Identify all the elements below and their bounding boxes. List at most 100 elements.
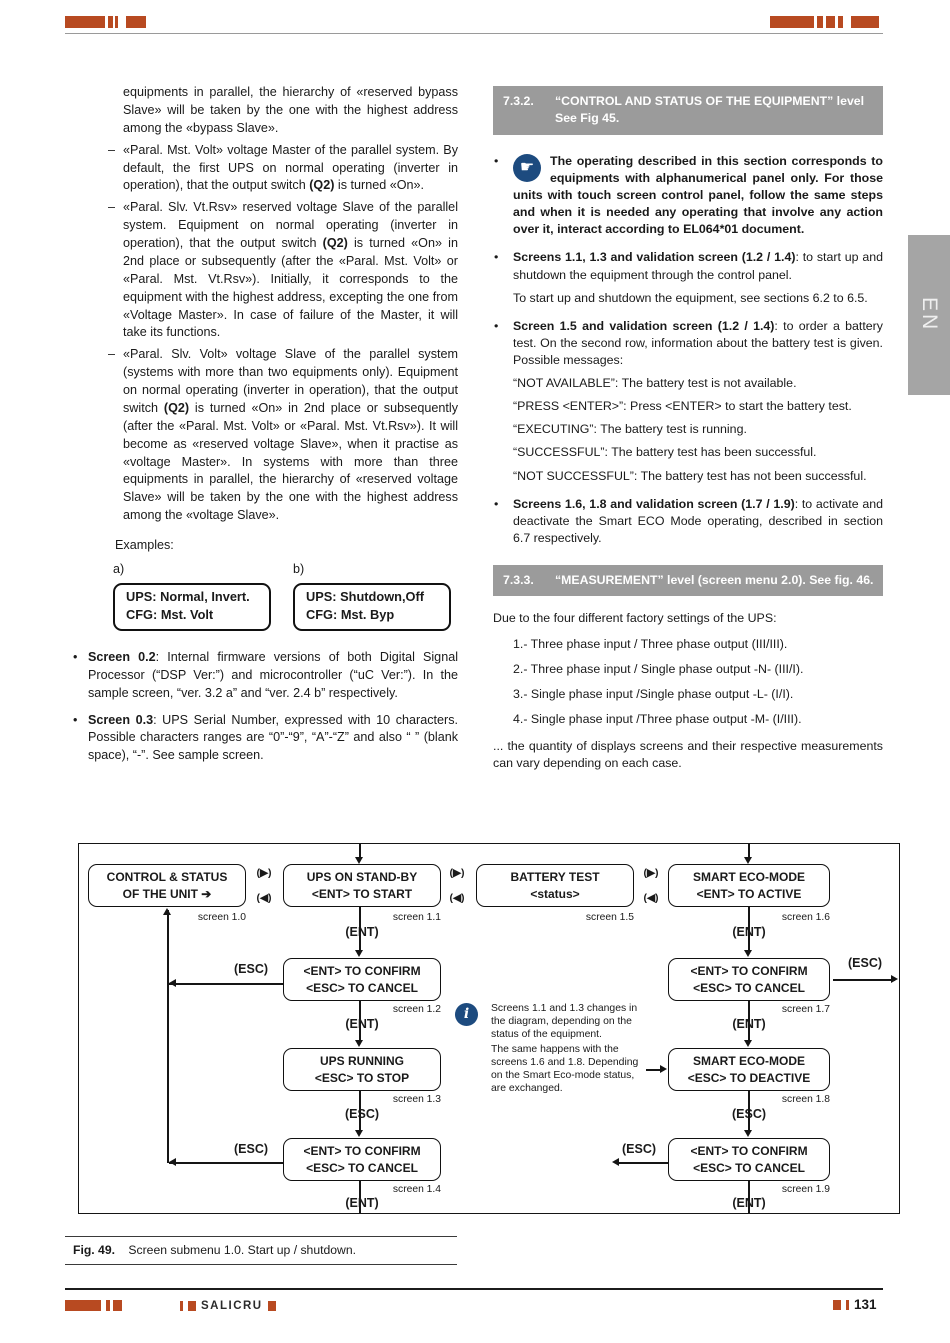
diagram-note: Screens 1.1 and 1.3 changes in the diagr… <box>491 1002 641 1095</box>
flow-line <box>359 844 361 857</box>
screen-1-4-line1: <ENT> TO CONFIRM <box>303 1144 421 1159</box>
screen-1-5-box: BATTERY TEST <status> <box>476 864 634 907</box>
bullet-content: Screen 1.5 and validation screen (1.2 / … <box>513 318 883 485</box>
section-number: 7.3.3. <box>503 572 534 587</box>
screen-1-4-line2: <ESC> TO CANCEL <box>306 1160 418 1175</box>
list-item-text: «Paral. Slv. Volt» voltage Slave of the … <box>123 347 458 523</box>
registration-marks-bottom-left <box>65 1300 122 1311</box>
bullet-item: • Screen 0.3: UPS Serial Number, express… <box>70 712 458 766</box>
arrow-head <box>169 979 176 987</box>
bullet-marker: • <box>494 496 499 511</box>
bullet-content: Screens 1.1, 1.3 and validation screen (… <box>513 249 883 306</box>
decorative-block <box>65 1300 101 1311</box>
screen-1-2-label: screen 1.2 <box>392 1004 441 1015</box>
decorative-block <box>126 16 146 28</box>
sample-screen-a: UPS: Normal, Invert. CFG: Mst. Volt <box>113 582 271 631</box>
esc-key-label: (ESC) <box>344 1107 380 1121</box>
next-arrow-label: (▶) <box>256 867 272 879</box>
prev-arrow-label: (◀) <box>449 892 465 904</box>
note-content: ☛ The operating described in this sectio… <box>513 153 883 239</box>
sample-screen-a-line1: UPS: Normal, Invert. <box>126 588 250 604</box>
decorative-block <box>846 1299 849 1310</box>
arrow-head <box>744 857 752 864</box>
next-arrow-label: (▶) <box>449 867 465 879</box>
decorative-block <box>851 16 879 28</box>
screen-1-0-line2: OF THE UNIT ➔ <box>122 886 212 901</box>
decorative-block <box>267 1301 276 1311</box>
dash-bullet: – <box>108 200 116 215</box>
list-item: – «Paral. Mst. Volt» voltage Master of t… <box>108 142 458 196</box>
screen-1-8-line2: <ESC> TO DEACTIVE <box>687 1070 811 1085</box>
bullet-text: Screen 1.5 and validation screen (1.2 / … <box>513 318 883 367</box>
numbered-item: 2.- Three phase input / Single phase out… <box>513 661 804 676</box>
screen-1-2-line1: <ENT> TO CONFIRM <box>303 964 421 979</box>
figure-label: Fig. 49. <box>73 1243 115 1257</box>
section-7-3-3-header: 7.3.3. “MEASUREMENT” level (screen menu … <box>493 564 883 597</box>
arrow-head <box>169 1158 176 1166</box>
section-title: “MEASUREMENT” level (screen menu 2.0). S… <box>555 572 874 587</box>
note-bullet: • ☛ The operating described in this sect… <box>493 153 883 239</box>
bullet-text: Screen 0.2: Internal firmware versions o… <box>88 649 458 700</box>
screen-1-1-box: UPS ON STAND-BY <ENT> TO START <box>283 864 441 907</box>
arrow-head <box>355 857 363 864</box>
header-rule <box>65 33 883 34</box>
arrow-head <box>163 908 171 915</box>
figure-caption-text: Screen submenu 1.0. Start up / shutdown. <box>128 1243 357 1257</box>
decorative-block <box>106 1300 110 1311</box>
diagram-note-text2: The same happens with the screens 1.6 an… <box>491 1044 639 1094</box>
screen-1-6-line2: <ENT> TO ACTIVE <box>696 886 802 901</box>
numbered-item: 1.- Three phase input / Three phase outp… <box>513 636 788 651</box>
sample-screen-a-line2: CFG: Mst. Volt <box>126 607 214 623</box>
paragraph: ... the quantity of displays screens and… <box>493 738 883 771</box>
bullet-text: Screen 0.3: UPS Serial Number, expressed… <box>88 712 458 763</box>
dash-bullet: – <box>108 142 116 157</box>
examples-label: Examples: <box>115 538 174 552</box>
flow-line <box>748 844 750 857</box>
example-a-label: a) <box>113 561 125 576</box>
screen-1-9-label: screen 1.9 <box>781 1184 830 1195</box>
screen-1-8-line1: SMART ECO-MODE <box>693 1054 805 1069</box>
esc-key-label: (ESC) <box>233 962 269 976</box>
nav-arrows: (▶) (◀) <box>636 864 666 907</box>
bullet-marker: • <box>494 153 499 168</box>
screen-1-7-line1: <ENT> TO CONFIRM <box>690 964 808 979</box>
screen-1-7-label: screen 1.7 <box>781 1004 830 1015</box>
flow-line <box>748 1001 750 1040</box>
decorative-block <box>188 1301 196 1311</box>
decorative-block <box>108 16 113 28</box>
left-column: equipments in parallel, the hierarchy of… <box>70 84 458 765</box>
arrow-head <box>744 950 752 957</box>
screen-1-6-label: screen 1.6 <box>781 912 830 923</box>
screen-1-3-line1: UPS RUNNING <box>319 1054 404 1069</box>
list-item: – «Paral. Slv. Volt» voltage Slave of th… <box>108 346 458 525</box>
bullet-text: Screens 1.1, 1.3 and validation screen (… <box>513 250 883 282</box>
flow-line <box>359 907 361 950</box>
continuation-paragraph: equipments in parallel, the hierarchy of… <box>123 85 458 135</box>
esc-key-label: (ESC) <box>621 1142 657 1156</box>
bullet-text: Screens 1.6, 1.8 and validation screen (… <box>513 496 883 545</box>
section-title-line1: “CONTROL AND STATUS OF THE EQUIPMENT” le… <box>555 94 865 108</box>
decorative-block <box>180 1301 183 1311</box>
nav-arrows: (▶) (◀) <box>249 864 279 907</box>
brand-name: SALICRU <box>201 1300 263 1312</box>
arrow-head <box>660 1065 667 1073</box>
bullet-item: • Screen 0.2: Internal firmware versions… <box>70 649 458 703</box>
numbered-item: 4.- Single phase input /Three phase outp… <box>513 711 802 726</box>
decorative-block <box>817 16 823 28</box>
flow-line <box>748 1181 750 1214</box>
diagram-frame <box>78 843 900 1214</box>
screen-1-4-label: screen 1.4 <box>392 1184 441 1195</box>
flow-line <box>833 979 895 981</box>
bullet-item: • Screens 1.6, 1.8 and validation screen… <box>493 496 883 547</box>
screen-1-2-line2: <ESC> TO CANCEL <box>306 980 418 995</box>
example-b-label: b) <box>293 561 305 576</box>
section-title: “CONTROL AND STATUS OF THE EQUIPMENT” le… <box>555 93 875 128</box>
bullet-marker: • <box>494 250 499 265</box>
prev-arrow-label: (◀) <box>256 892 272 904</box>
screen-1-9-line2: <ESC> TO CANCEL <box>693 1160 805 1175</box>
example-labels: a) b) <box>70 561 458 581</box>
ent-key-label: (ENT) <box>345 1017 379 1031</box>
arrow-head <box>744 1130 752 1137</box>
screen-1-6-box: SMART ECO-MODE <ENT> TO ACTIVE <box>668 864 830 907</box>
info-glyph: i <box>463 1006 470 1022</box>
